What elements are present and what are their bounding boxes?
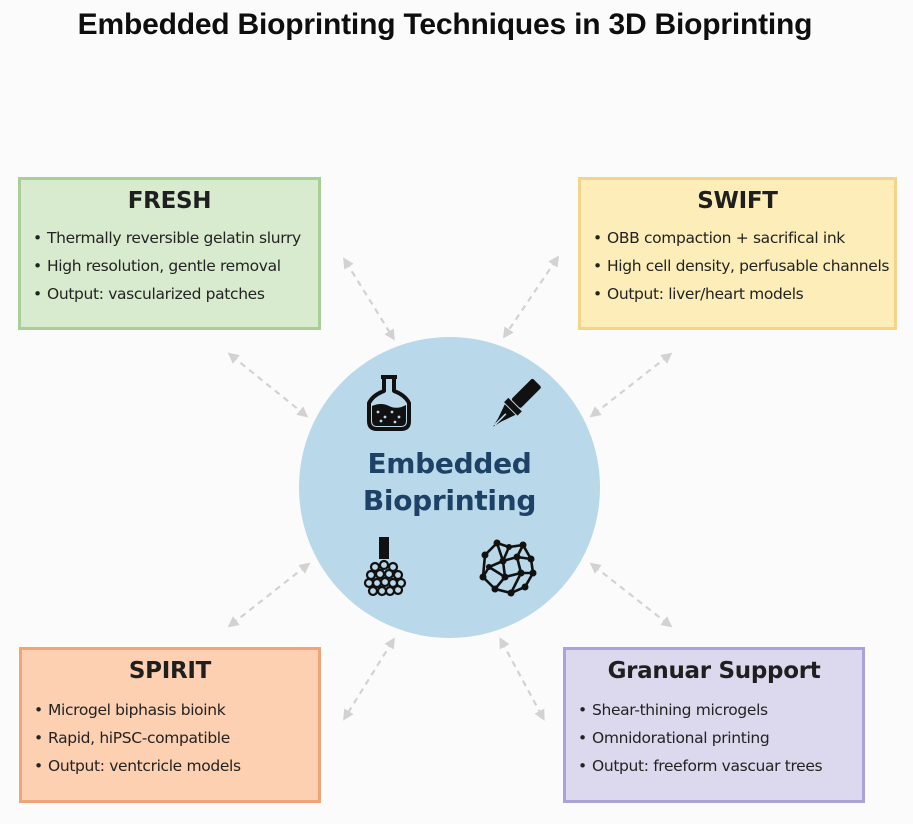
- bullet-dot: •: [34, 701, 43, 719]
- bullet-item: • High resolution, gentle removal: [33, 252, 318, 280]
- technique-box-fresh: FRESH • Thermally reversible gelatin slur…: [18, 177, 321, 330]
- flask-icon: [367, 375, 411, 431]
- arrow-swift-upper: [502, 255, 560, 339]
- arrow-granular-lower: [499, 637, 545, 721]
- technique-box-swift: SWIFT • OBB compaction + sacrifical ink •…: [578, 177, 897, 330]
- extruder-microgel-icon: [363, 537, 407, 597]
- bullet-text: Rapid, hiPSC-compatible: [48, 729, 230, 747]
- bullet-item: • Microgel biphasis bioink: [34, 696, 318, 724]
- bullet-text: Output: ventcricle models: [48, 757, 241, 775]
- bullet-item: • Output: freeform vascuar trees: [578, 752, 862, 780]
- technique-title: Granuar Support: [607, 658, 821, 684]
- bullet-text: Output: liver/heart models: [607, 285, 804, 303]
- central-hub-circle: Embedded Bioprinting: [299, 337, 600, 638]
- arrow-fresh-upper: [343, 257, 395, 341]
- bullet-text: Shear-thining microgels: [592, 701, 768, 719]
- bullet-dot: •: [34, 757, 43, 775]
- bullet-dot: •: [33, 229, 42, 247]
- bullet-text: High cell density, perfusable channels: [607, 257, 890, 275]
- bullet-item: • Shear-thining microgels: [578, 696, 862, 724]
- hub-title-line1: Embedded: [367, 447, 532, 480]
- bullet-text: Thermally reversible gelatin slurry: [47, 229, 301, 247]
- arrow-spirit-upper: [227, 562, 311, 628]
- bullet-text: Omnidorational printing: [592, 729, 770, 747]
- bullet-dot: •: [593, 229, 602, 247]
- nozzle-pen-icon: [493, 378, 541, 427]
- bullet-item: • Thermally reversible gelatin slurry: [33, 224, 318, 252]
- bullet-item: • OBB compaction + sacrifical ink: [593, 224, 894, 252]
- bullet-text: Output: vascularized patches: [47, 285, 265, 303]
- bullet-text: High resolution, gentle removal: [47, 257, 281, 275]
- technique-box-granular-support: Granuar Support • Shear-thining microgels…: [563, 647, 865, 803]
- bullet-text: Output: freeform vascuar trees: [592, 757, 823, 775]
- bullet-text: OBB compaction + sacrifical ink: [607, 229, 845, 247]
- diagram-title: Embedded Bioprinting Techniques in 3D Bi…: [77, 8, 813, 41]
- bullet-item: • Rapid, hiPSC-compatible: [34, 724, 318, 752]
- arrow-granular-upper: [589, 562, 673, 628]
- bullet-dot: •: [33, 257, 42, 275]
- arrow-fresh-lower: [227, 352, 309, 418]
- bullet-text: Microgel biphasis bioink: [48, 701, 226, 719]
- bullet-item: • Output: ventcricle models: [34, 752, 318, 780]
- arrow-spirit-lower: [343, 637, 395, 721]
- technique-title: SWIFT: [697, 188, 778, 214]
- bullet-item: • Output: liver/heart models: [593, 280, 894, 308]
- bullet-dot: •: [578, 701, 587, 719]
- bullet-dot: •: [34, 729, 43, 747]
- bullet-dot: •: [593, 257, 602, 275]
- technique-box-spirit: SPIRIT • Microgel biphasis bioink • Rapid,…: [19, 647, 321, 803]
- technique-title: FRESH: [127, 188, 212, 214]
- arrow-swift-lower: [589, 352, 673, 418]
- bullet-item: • High cell density, perfusable channels: [593, 252, 894, 280]
- bullet-dot: •: [578, 757, 587, 775]
- bullet-item: • Output: vascularized patches: [33, 280, 318, 308]
- bullet-dot: •: [578, 729, 587, 747]
- molecular-network-icon: [479, 539, 537, 597]
- bullet-dot: •: [33, 285, 42, 303]
- technique-title: SPIRIT: [128, 658, 212, 684]
- bullet-dot: •: [593, 285, 602, 303]
- hub-title-line2: Bioprinting: [362, 484, 537, 517]
- bullet-item: • Omnidorational printing: [578, 724, 862, 752]
